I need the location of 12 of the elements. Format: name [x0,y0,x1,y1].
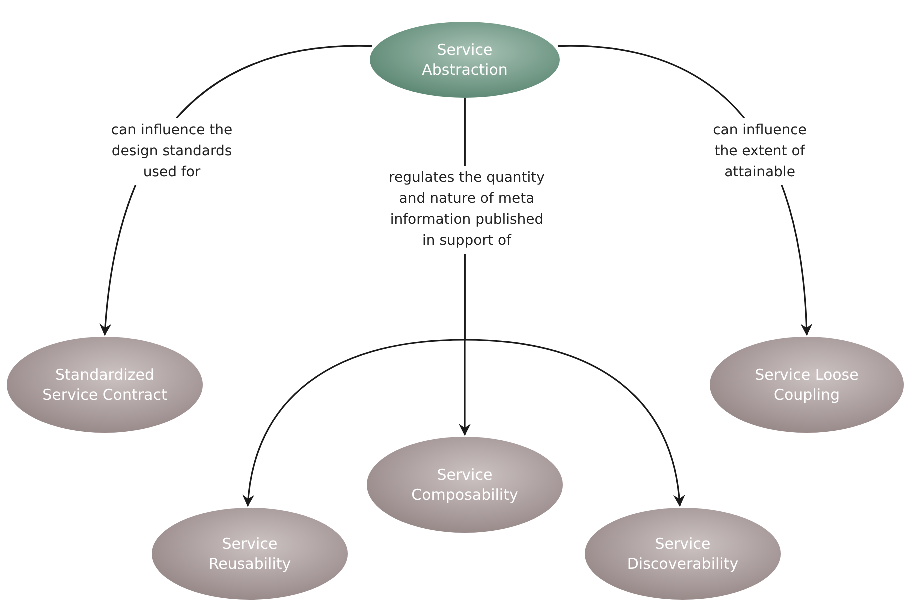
node-label: Standardized Service Contract [42,365,168,405]
ellipse-node [7,337,203,433]
ellipse-node [710,337,904,433]
ellipse-node [152,508,348,600]
node-label: Service Discoverability [626,534,740,574]
ellipse-node [585,508,781,600]
ellipse-node [367,437,563,533]
node-label: Service Abstraction [421,40,509,80]
node-label: Service Reusability [208,534,292,574]
node-label: Service Composability [410,465,520,505]
ellipse-node [370,22,560,98]
node-label: Service Loose Coupling [754,365,860,405]
